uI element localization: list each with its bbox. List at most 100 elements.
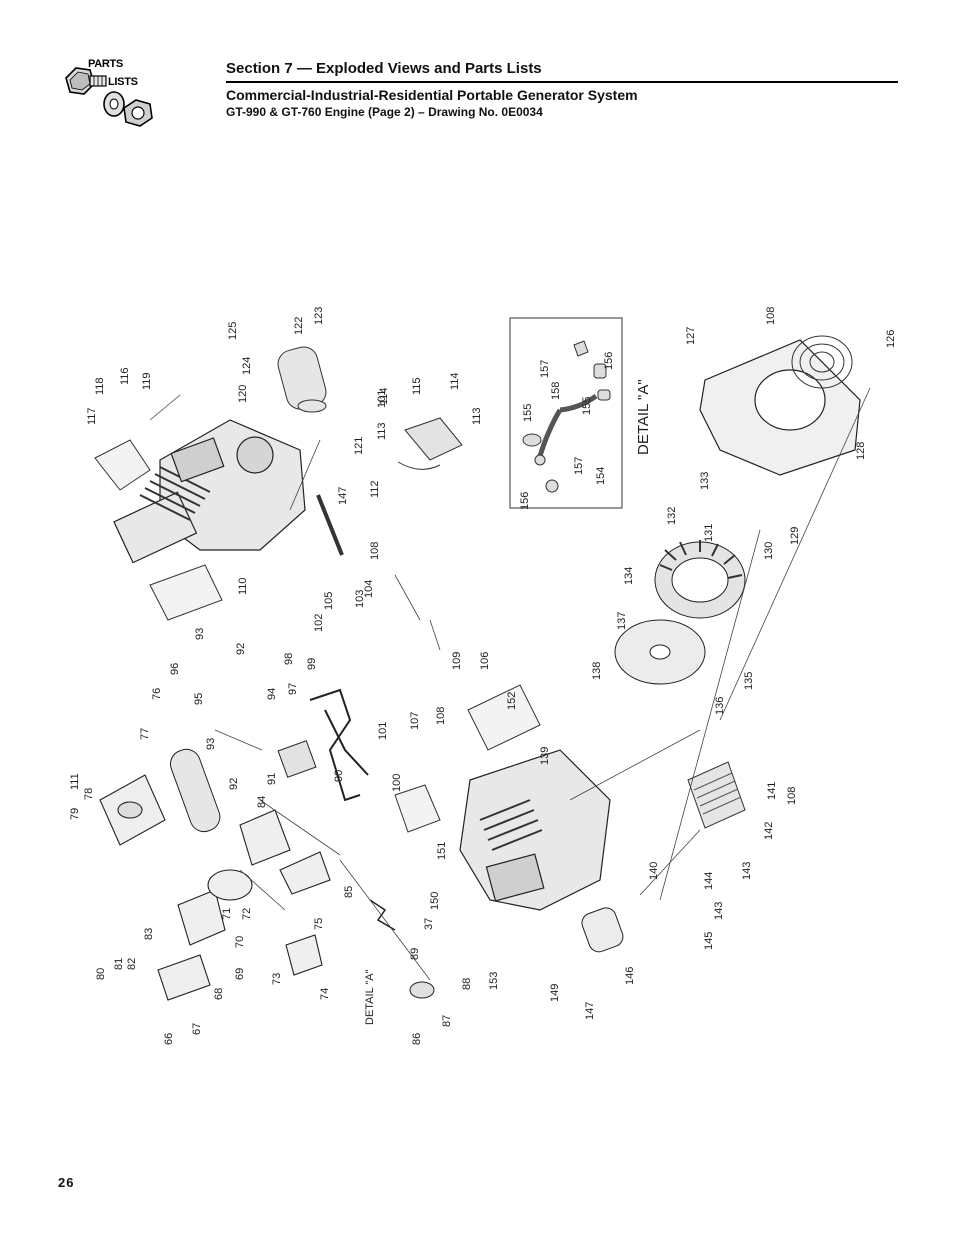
page-number: 26 xyxy=(58,1175,75,1190)
part-callout-101: 101 xyxy=(376,390,388,408)
detail-a-fuel-line xyxy=(522,340,611,493)
part-callout-90: 90 xyxy=(333,770,345,782)
part-callout-96: 96 xyxy=(169,663,181,675)
rod-147 xyxy=(316,494,344,556)
part-callout-131: 131 xyxy=(703,524,715,542)
part-callout-126: 126 xyxy=(885,330,897,348)
page-header: Section 7 — Exploded Views and Parts Lis… xyxy=(226,60,898,119)
engine-lower-assembly xyxy=(459,749,611,911)
part-callout-76: 76 xyxy=(151,688,163,700)
part-callout-100: 100 xyxy=(391,774,403,792)
logo-text-lists: LISTS xyxy=(108,76,138,88)
part-callout-78: 78 xyxy=(83,788,95,800)
part-callout-125: 125 xyxy=(227,322,239,340)
part-callout-82: 82 xyxy=(126,958,138,970)
part-callout-137: 137 xyxy=(616,612,628,630)
part-callout-103: 103 xyxy=(354,590,366,608)
part-callout-134: 134 xyxy=(623,567,635,585)
part-callout-119: 119 xyxy=(141,372,153,390)
oil-cooler-142 xyxy=(687,761,746,829)
part-callout-122: 122 xyxy=(293,317,305,335)
part-callout-114: 114 xyxy=(378,387,390,405)
part-callout-158: 158 xyxy=(550,382,562,400)
flywheel-fan-134 xyxy=(654,540,746,619)
part-callout-88: 88 xyxy=(461,978,473,990)
part-callout-108: 108 xyxy=(786,787,798,805)
part-callout-155: 155 xyxy=(581,397,593,415)
part-callout-104: 104 xyxy=(363,580,375,598)
part-callout-84: 84 xyxy=(256,796,268,808)
part-callout-156: 156 xyxy=(603,352,615,370)
part-callout-95: 95 xyxy=(193,693,205,705)
part-callout-92: 92 xyxy=(228,778,240,790)
part-callout-116: 116 xyxy=(119,367,131,385)
part-callout-141: 141 xyxy=(766,782,778,800)
part-callout-113: 113 xyxy=(376,422,388,440)
part-callout-118: 118 xyxy=(94,377,106,395)
intake-manifold-100 xyxy=(309,688,369,802)
cover-152 xyxy=(467,684,541,751)
part-callout-91: 91 xyxy=(266,773,278,785)
part-callout-108: 108 xyxy=(435,707,447,725)
muffler-122 xyxy=(277,346,327,413)
part-callout-152: 152 xyxy=(506,692,518,710)
drawing-number: GT-990 & GT-760 Engine (Page 2) – Drawin… xyxy=(226,105,543,119)
part-callout-97: 97 xyxy=(287,683,299,695)
engine-upper-assembly xyxy=(113,419,306,564)
document-subtitle: Commercial-Industrial-Residential Portab… xyxy=(226,87,638,103)
part-callout-128: 128 xyxy=(855,442,867,460)
part-callout-73: 73 xyxy=(271,973,283,985)
part-callout-81: 81 xyxy=(113,958,125,970)
part-callout-71: 71 xyxy=(221,908,233,920)
part-callout-83: 83 xyxy=(143,928,155,940)
part-callout-105: 105 xyxy=(323,592,335,610)
part-callout-69: 69 xyxy=(234,968,246,980)
part-callout-74: 74 xyxy=(319,988,331,1000)
part-callout-101: 101 xyxy=(377,722,389,740)
part-callout-110: 110 xyxy=(237,577,249,595)
part-callout-87: 87 xyxy=(441,1015,453,1027)
tube-76 xyxy=(169,748,221,833)
part-callout-138: 138 xyxy=(591,662,603,680)
part-callout-120: 120 xyxy=(237,385,249,403)
part-callout-145: 145 xyxy=(703,932,715,950)
part-callout-142: 142 xyxy=(763,822,775,840)
part-callout-72: 72 xyxy=(241,908,253,920)
part-callout-157: 157 xyxy=(539,360,551,378)
part-callout-129: 129 xyxy=(789,527,801,545)
bracket-112 xyxy=(397,417,463,470)
part-callout-127: 127 xyxy=(685,327,697,345)
parts-lists-logo: PARTS LISTS xyxy=(62,56,162,134)
part-callout-156: 156 xyxy=(519,492,531,510)
part-callout-93: 93 xyxy=(205,738,217,750)
fuel-pump-86 xyxy=(409,981,435,999)
screen-126 xyxy=(791,335,853,389)
detail-a-marker: DETAIL "A" xyxy=(364,969,376,1025)
shroud-111 xyxy=(94,439,151,491)
part-callout-75: 75 xyxy=(313,918,325,930)
part-callout-102: 102 xyxy=(313,614,325,632)
part-callout-93: 93 xyxy=(194,628,206,640)
part-callout-37: 37 xyxy=(423,918,435,930)
part-callout-99: 99 xyxy=(306,658,318,670)
part-callout-124: 124 xyxy=(241,357,253,375)
part-callout-89: 89 xyxy=(409,948,421,960)
part-callout-140: 140 xyxy=(648,862,660,880)
part-callout-107: 107 xyxy=(409,712,421,730)
nut-bolt-icon xyxy=(65,67,153,127)
part-callout-144: 144 xyxy=(703,872,715,890)
part-callout-86: 86 xyxy=(411,1033,423,1045)
part-callout-79: 79 xyxy=(69,808,81,820)
part-callout-143: 143 xyxy=(741,862,753,880)
part-callout-153: 153 xyxy=(488,972,500,990)
part-callout-121: 121 xyxy=(353,437,365,455)
part-callout-154: 154 xyxy=(595,467,607,485)
part-callout-108: 108 xyxy=(369,542,381,560)
part-callout-150: 150 xyxy=(429,892,441,910)
part-callout-92: 92 xyxy=(235,643,247,655)
part-callout-94: 94 xyxy=(266,688,278,700)
part-callout-106: 106 xyxy=(479,652,491,670)
part-callout-132: 132 xyxy=(666,507,678,525)
section-title: Section 7 — Exploded Views and Parts Lis… xyxy=(226,60,542,77)
part-callout-67: 67 xyxy=(191,1023,203,1035)
